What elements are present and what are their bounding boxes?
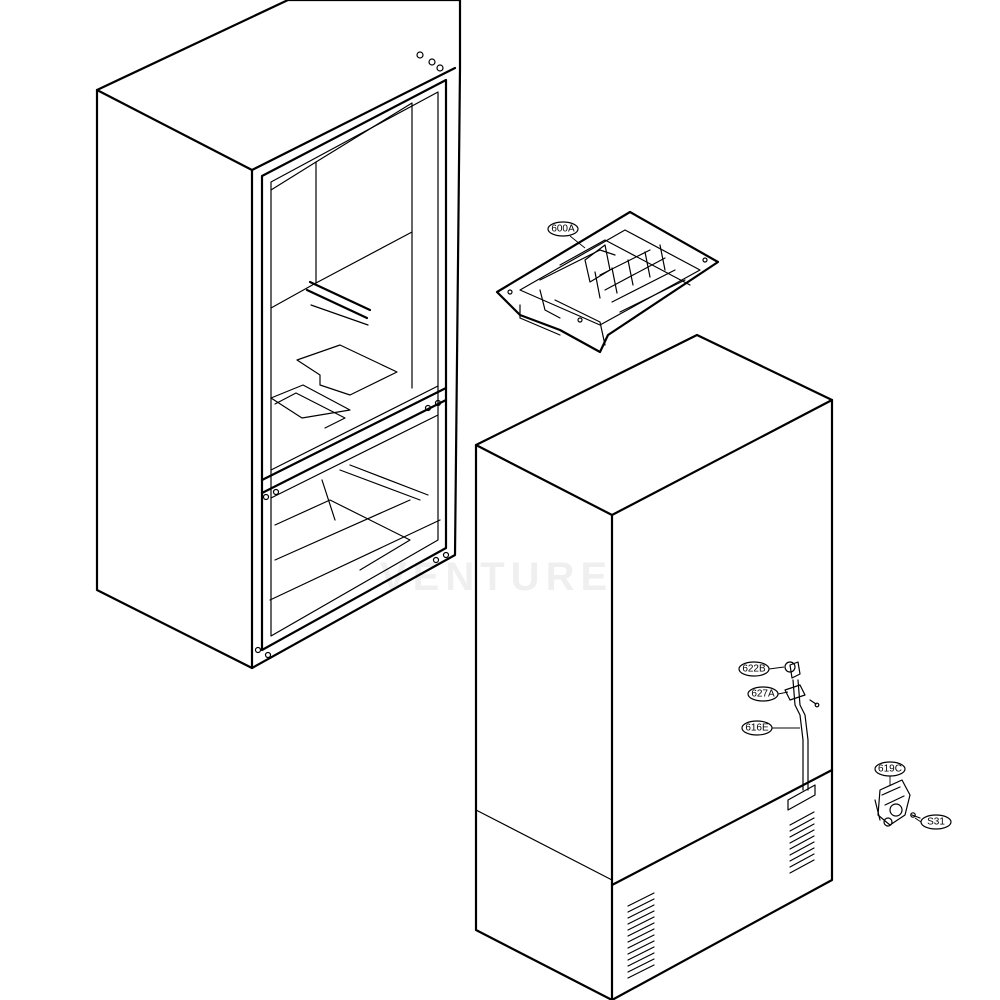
svg-text:S31: S31: [927, 817, 945, 828]
svg-text:616E: 616E: [745, 723, 769, 734]
callout-600A: 600A: [547, 221, 586, 249]
svg-text:619C: 619C: [878, 764, 902, 775]
callout-627A: 627A: [747, 686, 789, 702]
callout-S31: S31: [914, 814, 952, 830]
svg-text:622B: 622B: [742, 664, 766, 675]
callout-619C: 619C: [874, 761, 906, 785]
callout-616E: 616E: [741, 720, 800, 736]
svg-text:627A: 627A: [751, 689, 775, 700]
ice-maker-assembly: [495, 210, 720, 354]
water-valve: [874, 779, 921, 827]
svg-text:600A: 600A: [551, 224, 575, 235]
water-tube-assembly: [784, 661, 820, 791]
watermark-text: VENTURE: [380, 555, 613, 599]
cabinet-liner: [95, 0, 462, 670]
callout-622B: 622B: [738, 661, 785, 677]
vent-grille-side: [787, 784, 816, 874]
vent-grille-front: [627, 892, 655, 979]
outer-case: [474, 333, 834, 1000]
